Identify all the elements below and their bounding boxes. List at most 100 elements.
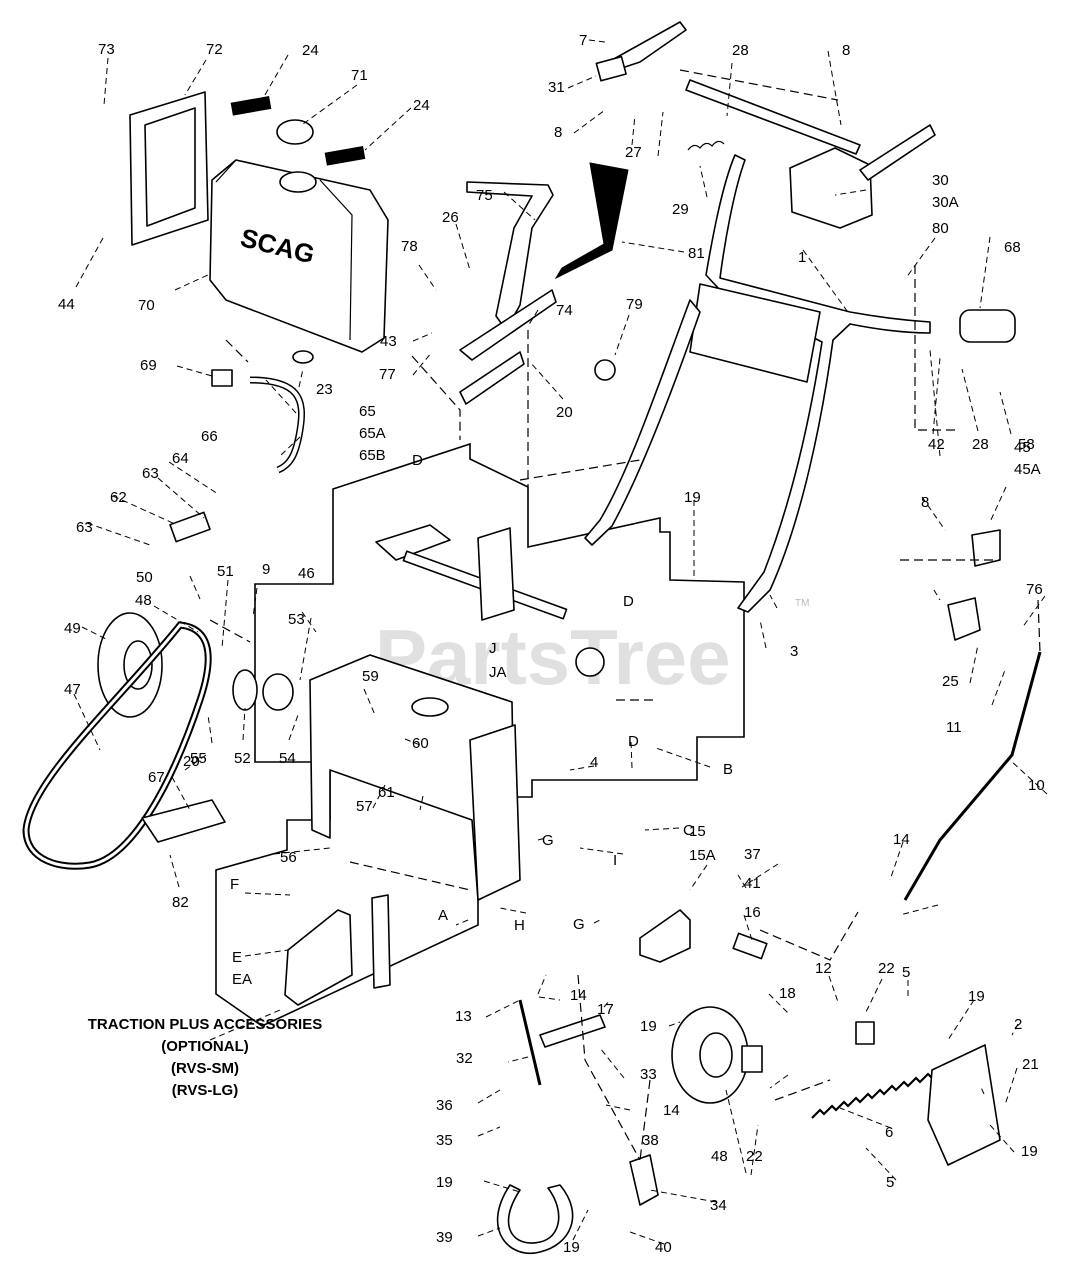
callout: 26: [442, 209, 459, 226]
callout: 76: [1026, 581, 1043, 598]
bracket-E: [284, 909, 353, 1006]
callout: 46: [298, 565, 315, 582]
callout: 33: [640, 1066, 657, 1083]
callout: 3: [790, 643, 798, 660]
callout: B: [723, 761, 733, 778]
callout: 21: [1022, 1056, 1039, 1073]
callout: 52: [234, 750, 251, 767]
bracket-25: [947, 597, 981, 641]
rod-30: [685, 79, 861, 155]
transmission-housing: [309, 654, 516, 901]
lever-arm-30: [859, 124, 936, 181]
callout: 19: [968, 988, 985, 1005]
accessories-caption: TRACTION PLUS ACCESSORIES (OPTIONAL) (RV…: [40, 1014, 370, 1102]
bearing-52: [232, 669, 258, 711]
control-rod-10: [903, 651, 1042, 901]
tank-bracket-72: [129, 91, 209, 246]
callout: 77: [379, 366, 396, 383]
watermark-trademark: TM: [795, 598, 809, 609]
block-31: [595, 55, 627, 82]
callout: 38: [642, 1132, 659, 1149]
callout: 61: [378, 784, 395, 801]
callout: I: [613, 852, 617, 869]
control-panel-J: [375, 524, 451, 561]
callout: 80: [932, 220, 949, 237]
callout: C: [683, 822, 694, 839]
callout: G: [542, 832, 554, 849]
callout: 71: [351, 67, 368, 84]
caption-line: TRACTION PLUS ACCESSORIES: [87, 1016, 323, 1033]
callout: 68: [1004, 239, 1021, 256]
callout: 65B: [359, 447, 386, 464]
callout: 30: [932, 172, 949, 189]
callout: 11: [946, 719, 962, 736]
callout: 40: [655, 1239, 672, 1256]
spacer-16: [732, 932, 768, 960]
callout: 20: [183, 753, 200, 770]
spring-29: [687, 140, 725, 151]
callout: 4: [590, 754, 598, 771]
callout: 9: [262, 561, 270, 578]
callout: D: [623, 593, 634, 610]
callout: 55: [190, 750, 207, 767]
caption-line: (RVS-LG): [171, 1082, 239, 1099]
callout: 13: [455, 1008, 472, 1025]
spacer-22-upper: [855, 1021, 875, 1045]
callout: 44: [58, 296, 75, 313]
callout: H: [514, 917, 525, 934]
handle-grip-68: [959, 309, 1016, 343]
callout: 31: [548, 79, 565, 96]
callout: 57: [356, 798, 373, 815]
callout: 27: [625, 144, 642, 161]
handle-left-leg: [584, 299, 701, 546]
callout: 14: [893, 831, 910, 848]
spacer-22-lower: [741, 1045, 763, 1073]
control-handle-J: [477, 527, 515, 621]
callout: 63: [76, 519, 93, 536]
callout: J: [489, 640, 497, 657]
callout: 8: [842, 42, 850, 59]
callout: 36: [436, 1097, 453, 1114]
callout: EA: [232, 971, 252, 988]
callout: 78: [401, 238, 418, 255]
fuel-tank-neck: [279, 171, 317, 193]
callout: 45A: [1014, 461, 1041, 478]
callout: 24: [413, 97, 430, 114]
callout: 37: [744, 846, 761, 863]
callout: 29: [672, 201, 689, 218]
callout: 54: [279, 750, 296, 767]
callout: 58: [1018, 436, 1035, 453]
callout: 16: [744, 904, 761, 921]
callout: 45: [1014, 439, 1031, 456]
fuel-outlet-23: [292, 350, 314, 364]
callout: 50: [136, 569, 153, 586]
callout: 18: [779, 985, 796, 1002]
callout: 30A: [932, 194, 959, 211]
fuel-valve-69: [211, 369, 233, 387]
decal-24-left: [230, 96, 272, 116]
callout: 70: [138, 297, 155, 314]
callout: 60: [412, 735, 429, 752]
caption-line: (OPTIONAL): [161, 1038, 249, 1055]
callout: 48: [135, 592, 152, 609]
fuel-cap-71: [276, 119, 314, 145]
callout: 79: [626, 296, 643, 313]
callout: 43: [380, 333, 397, 350]
callout: 64: [172, 450, 189, 467]
leaders: [73, 39, 1048, 1245]
callout: 34: [710, 1197, 727, 1214]
callout: 5: [886, 1174, 894, 1191]
callout: F: [230, 876, 239, 893]
callout: 39: [436, 1229, 453, 1246]
callout: 82: [172, 894, 189, 911]
callout: 41: [744, 875, 761, 892]
callout: 14: [663, 1102, 680, 1119]
fuel-tank-seam: [215, 159, 353, 341]
callout: 19: [1021, 1143, 1038, 1160]
callout: 65: [359, 403, 376, 420]
callout: 22: [746, 1148, 763, 1165]
callout: 81: [688, 245, 705, 262]
callout: 15: [689, 823, 706, 840]
callout: 73: [98, 41, 115, 58]
